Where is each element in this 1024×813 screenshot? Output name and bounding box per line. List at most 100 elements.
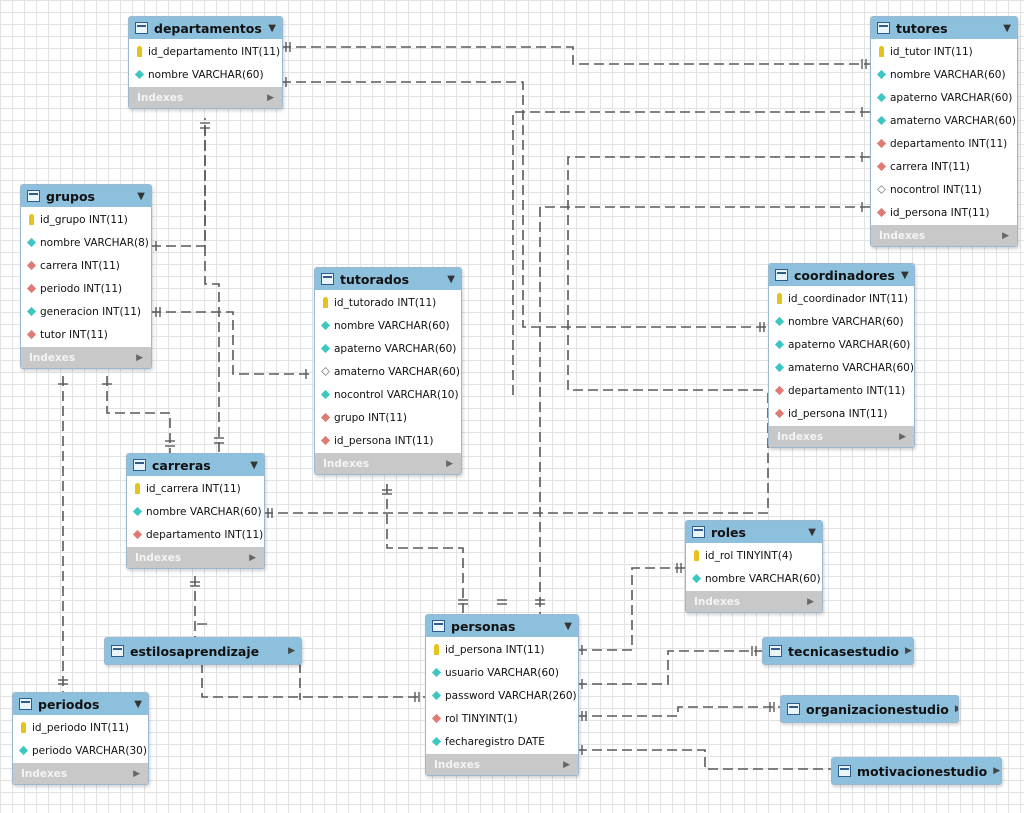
table-header[interactable]: coordinadores▼ xyxy=(769,264,914,286)
relationship-connector[interactable] xyxy=(512,111,870,395)
relationship-connector[interactable] xyxy=(567,156,870,391)
relationship-connector[interactable] xyxy=(151,118,206,247)
expand-arrow-icon[interactable]: ▶ xyxy=(563,759,570,770)
relationship-connector[interactable] xyxy=(281,81,768,328)
table-header[interactable]: grupos▼ xyxy=(21,185,151,207)
column-row[interactable]: id_persona INT(11) xyxy=(426,638,578,661)
column-row[interactable]: nombre VARCHAR(60) xyxy=(871,63,1017,86)
table-tutores[interactable]: tutores▼id_tutor INT(11)nombre VARCHAR(6… xyxy=(870,16,1018,247)
chevron-down-icon[interactable]: ▼ xyxy=(1003,22,1011,34)
table-grupos[interactable]: grupos▼id_grupo INT(11)nombre VARCHAR(8)… xyxy=(20,184,152,369)
relationship-connector[interactable] xyxy=(539,206,870,614)
table-motivacionestudio[interactable]: motivacionestudio▶ xyxy=(831,757,1002,785)
column-row[interactable]: generacion INT(11) xyxy=(21,300,151,323)
column-row[interactable]: nocontrol INT(11) xyxy=(871,178,1017,201)
indexes-section[interactable]: Indexes▶ xyxy=(315,453,461,474)
column-row[interactable]: carrera INT(11) xyxy=(21,254,151,277)
column-row[interactable]: id_carrera INT(11) xyxy=(127,477,264,500)
table-departamentos[interactable]: departamentos▼id_departamento INT(11)nom… xyxy=(128,16,283,109)
column-row[interactable]: password VARCHAR(260) xyxy=(426,684,578,707)
relationship-connector[interactable] xyxy=(577,749,831,770)
indexes-section[interactable]: Indexes▶ xyxy=(426,754,578,775)
column-row[interactable]: id_coordinador INT(11) xyxy=(769,287,914,310)
table-coordinadores[interactable]: coordinadores▼id_coordinador INT(11)nomb… xyxy=(768,263,915,448)
relationship-connector[interactable] xyxy=(204,126,220,453)
relationship-connector[interactable] xyxy=(281,46,870,65)
relationship-connector[interactable] xyxy=(577,706,780,717)
chevron-down-icon[interactable]: ▼ xyxy=(137,190,145,202)
column-row[interactable]: nocontrol VARCHAR(10) xyxy=(315,383,461,406)
column-row[interactable]: amaterno VARCHAR(60) xyxy=(769,356,914,379)
expand-arrow-icon[interactable]: ▶ xyxy=(136,352,143,363)
column-row[interactable]: periodo VARCHAR(30) xyxy=(13,739,148,762)
expand-arrow-icon[interactable]: ▶ xyxy=(807,596,814,607)
chevron-down-icon[interactable]: ▼ xyxy=(900,269,909,281)
table-tutorados[interactable]: tutorados▼id_tutorado INT(11)nombre VARC… xyxy=(314,267,462,475)
expand-arrow-icon[interactable]: ▶ xyxy=(446,458,453,469)
chevron-down-icon[interactable]: ▼ xyxy=(268,22,276,34)
table-roles[interactable]: roles▼id_rol TINYINT(4)nombre VARCHAR(60… xyxy=(685,520,823,613)
indexes-section[interactable]: Indexes▶ xyxy=(13,763,148,784)
column-row[interactable]: apaterno VARCHAR(60) xyxy=(769,333,914,356)
expand-arrow-icon[interactable]: ▶ xyxy=(955,704,958,714)
column-row[interactable]: nombre VARCHAR(60) xyxy=(686,567,822,590)
expand-arrow-icon[interactable]: ▶ xyxy=(904,646,912,656)
column-row[interactable]: rol TINYINT(1) xyxy=(426,707,578,730)
relationship-connector[interactable] xyxy=(577,567,685,651)
column-row[interactable]: periodo INT(11) xyxy=(21,277,151,300)
relationship-connector[interactable] xyxy=(106,376,171,453)
column-row[interactable]: id_departamento INT(11) xyxy=(129,40,282,63)
column-row[interactable]: id_rol TINYINT(4) xyxy=(686,544,822,567)
indexes-section[interactable]: Indexes▶ xyxy=(769,426,914,447)
table-estilosaprendizaje[interactable]: estilosaprendizaje▶ xyxy=(104,637,302,665)
column-row[interactable]: usuario VARCHAR(60) xyxy=(426,661,578,684)
column-row[interactable]: nombre VARCHAR(60) xyxy=(769,310,914,333)
column-row[interactable]: apaterno VARCHAR(60) xyxy=(315,337,461,360)
expand-arrow-icon[interactable]: ▶ xyxy=(993,766,1001,776)
chevron-down-icon[interactable]: ▼ xyxy=(808,526,816,538)
column-row[interactable]: nombre VARCHAR(8) xyxy=(21,231,151,254)
column-row[interactable]: id_persona INT(11) xyxy=(315,429,461,452)
column-row[interactable]: id_persona INT(11) xyxy=(769,402,914,425)
relationship-connector[interactable] xyxy=(201,663,425,698)
column-row[interactable]: id_persona INT(11) xyxy=(871,201,1017,224)
table-carreras[interactable]: carreras▼id_carrera INT(11)nombre VARCHA… xyxy=(126,453,265,569)
table-organizacionestudio[interactable]: organizacionestudio▶ xyxy=(780,695,959,723)
chevron-down-icon[interactable]: ▼ xyxy=(134,698,142,710)
relationship-connector[interactable] xyxy=(577,650,762,685)
column-row[interactable]: departamento INT(11) xyxy=(871,132,1017,155)
column-row[interactable]: apaterno VARCHAR(60) xyxy=(871,86,1017,109)
column-row[interactable]: id_tutor INT(11) xyxy=(871,40,1017,63)
column-row[interactable]: amaterno VARCHAR(60) xyxy=(315,360,461,383)
column-row[interactable]: grupo INT(11) xyxy=(315,406,461,429)
relationship-connector[interactable] xyxy=(151,311,314,375)
indexes-section[interactable]: Indexes▶ xyxy=(21,347,151,368)
column-row[interactable]: id_periodo INT(11) xyxy=(13,716,148,739)
table-personas[interactable]: personas▼id_persona INT(11)usuario VARCH… xyxy=(425,614,579,776)
column-row[interactable]: departamento INT(11) xyxy=(127,523,264,546)
table-header[interactable]: tutorados▼ xyxy=(315,268,461,290)
column-row[interactable]: id_grupo INT(11) xyxy=(21,208,151,231)
column-row[interactable]: amaterno VARCHAR(60) xyxy=(871,109,1017,132)
table-header[interactable]: estilosaprendizaje▶ xyxy=(105,638,301,664)
indexes-section[interactable]: Indexes▶ xyxy=(127,547,264,568)
table-header[interactable]: departamentos▼ xyxy=(129,17,282,39)
column-row[interactable]: id_tutorado INT(11) xyxy=(315,291,461,314)
table-header[interactable]: roles▼ xyxy=(686,521,822,543)
column-row[interactable]: tutor INT(11) xyxy=(21,323,151,346)
column-row[interactable]: carrera INT(11) xyxy=(871,155,1017,178)
column-row[interactable]: nombre VARCHAR(60) xyxy=(129,63,282,86)
indexes-section[interactable]: Indexes▶ xyxy=(686,591,822,612)
relationship-connector[interactable] xyxy=(386,484,464,614)
expand-arrow-icon[interactable]: ▶ xyxy=(899,431,906,442)
column-row[interactable]: fecharegistro DATE xyxy=(426,730,578,753)
indexes-section[interactable]: Indexes▶ xyxy=(871,225,1017,246)
table-header[interactable]: tutores▼ xyxy=(871,17,1017,39)
table-header[interactable]: motivacionestudio▶ xyxy=(832,758,1001,784)
expand-arrow-icon[interactable]: ▶ xyxy=(288,646,295,656)
column-row[interactable]: departamento INT(11) xyxy=(769,379,914,402)
chevron-down-icon[interactable]: ▼ xyxy=(564,620,572,632)
table-periodos[interactable]: periodos▼id_periodo INT(11)periodo VARCH… xyxy=(12,692,149,785)
table-header[interactable]: tecnicasestudio▶ xyxy=(763,638,913,664)
expand-arrow-icon[interactable]: ▶ xyxy=(133,768,140,779)
